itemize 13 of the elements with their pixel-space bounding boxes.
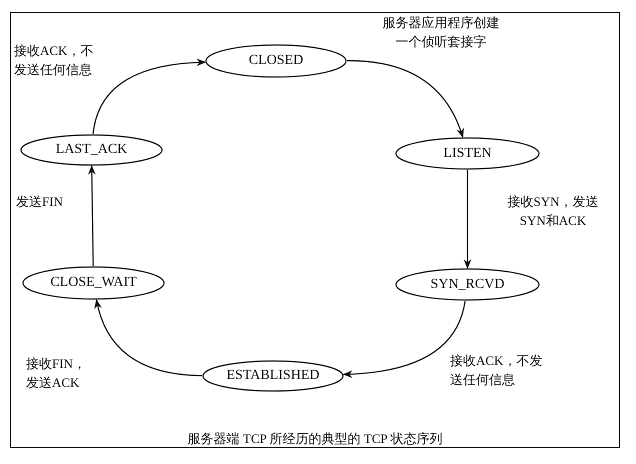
state-ellipse: LISTEN [395, 137, 540, 170]
caption: 服务器端 TCP 所经历的典型的 TCP 状态序列 [188, 431, 442, 446]
arrow [92, 58, 206, 134]
arrow [342, 300, 466, 378]
state-ellipse: SYN_RCVD [395, 268, 540, 301]
state-ellipse: LAST_ACK [20, 134, 163, 166]
state-ellipse: CLOSE_WAIT [22, 266, 165, 300]
arrow [464, 170, 472, 269]
arrow [346, 60, 464, 138]
state-ellipse: CLOSED [205, 44, 347, 78]
arrow [88, 165, 96, 266]
arrow [94, 299, 202, 376]
state-ellipse: ESTABLISHED [202, 360, 344, 392]
